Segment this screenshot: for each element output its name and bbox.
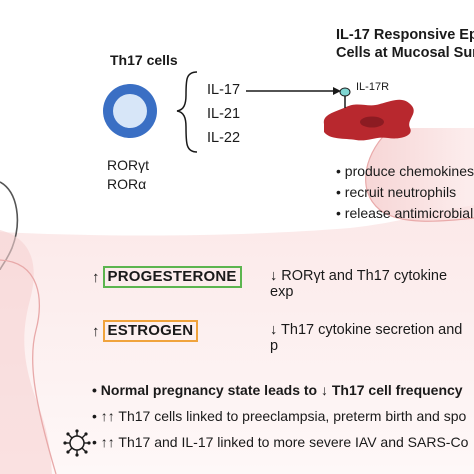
cytokine-il21: IL-21	[207, 106, 241, 122]
epithelial-bullet-2: • recruit neutrophils	[336, 184, 457, 200]
estrogen-label: ESTROGEN	[102, 320, 199, 342]
cytokine-brace	[176, 71, 198, 153]
mucosal-surface-curve	[365, 128, 474, 222]
th17-title: Th17 cells	[110, 52, 178, 68]
receptor-label: IL-17R	[356, 81, 390, 93]
virus-icon	[63, 429, 91, 457]
epithelial-title-line2: Cells at Mucosal Sur	[336, 45, 474, 61]
mucosal-tissue-band	[0, 205, 474, 474]
progesterone-row: ↑ PROGESTERONE	[92, 266, 242, 288]
epithelial-bullet-1: • produce chemokines	[336, 163, 474, 179]
virus-statement: ↑↑ Th17 and IL-17 linked to more severe …	[100, 434, 469, 450]
up-arrow: ↑	[92, 322, 100, 340]
estrogen-row: ↑ ESTROGEN	[92, 320, 199, 342]
progesterone-effect: ↓ RORγt and Th17 cytokine exp	[270, 268, 448, 300]
virus-statement-row: • ↑↑ Th17 and IL-17 linked to more sever…	[92, 434, 468, 450]
preeclampsia-statement: • ↑↑ Th17 cells linked to preeclampsia, …	[92, 408, 467, 424]
tf-rorgt: RORγt	[107, 157, 149, 173]
tf-rora: RORα	[107, 176, 147, 192]
estrogen-effect: ↓ Th17 cytokine secretion and p	[270, 322, 463, 354]
cytokine-il17: IL-17	[207, 82, 241, 98]
progesterone-label: PROGESTERONE	[102, 266, 242, 288]
cytokine-il22: IL-22	[207, 130, 241, 146]
bullet-dot: •	[92, 434, 101, 450]
up-arrow: ↑	[92, 268, 100, 286]
epithelial-bullet-3: • release antimicrobial	[336, 205, 474, 221]
epithelial-title-line1: IL-17 Responsive Ep	[336, 27, 474, 43]
pregnancy-statement: • Normal pregnancy state leads to ↓ Th17…	[92, 382, 463, 398]
